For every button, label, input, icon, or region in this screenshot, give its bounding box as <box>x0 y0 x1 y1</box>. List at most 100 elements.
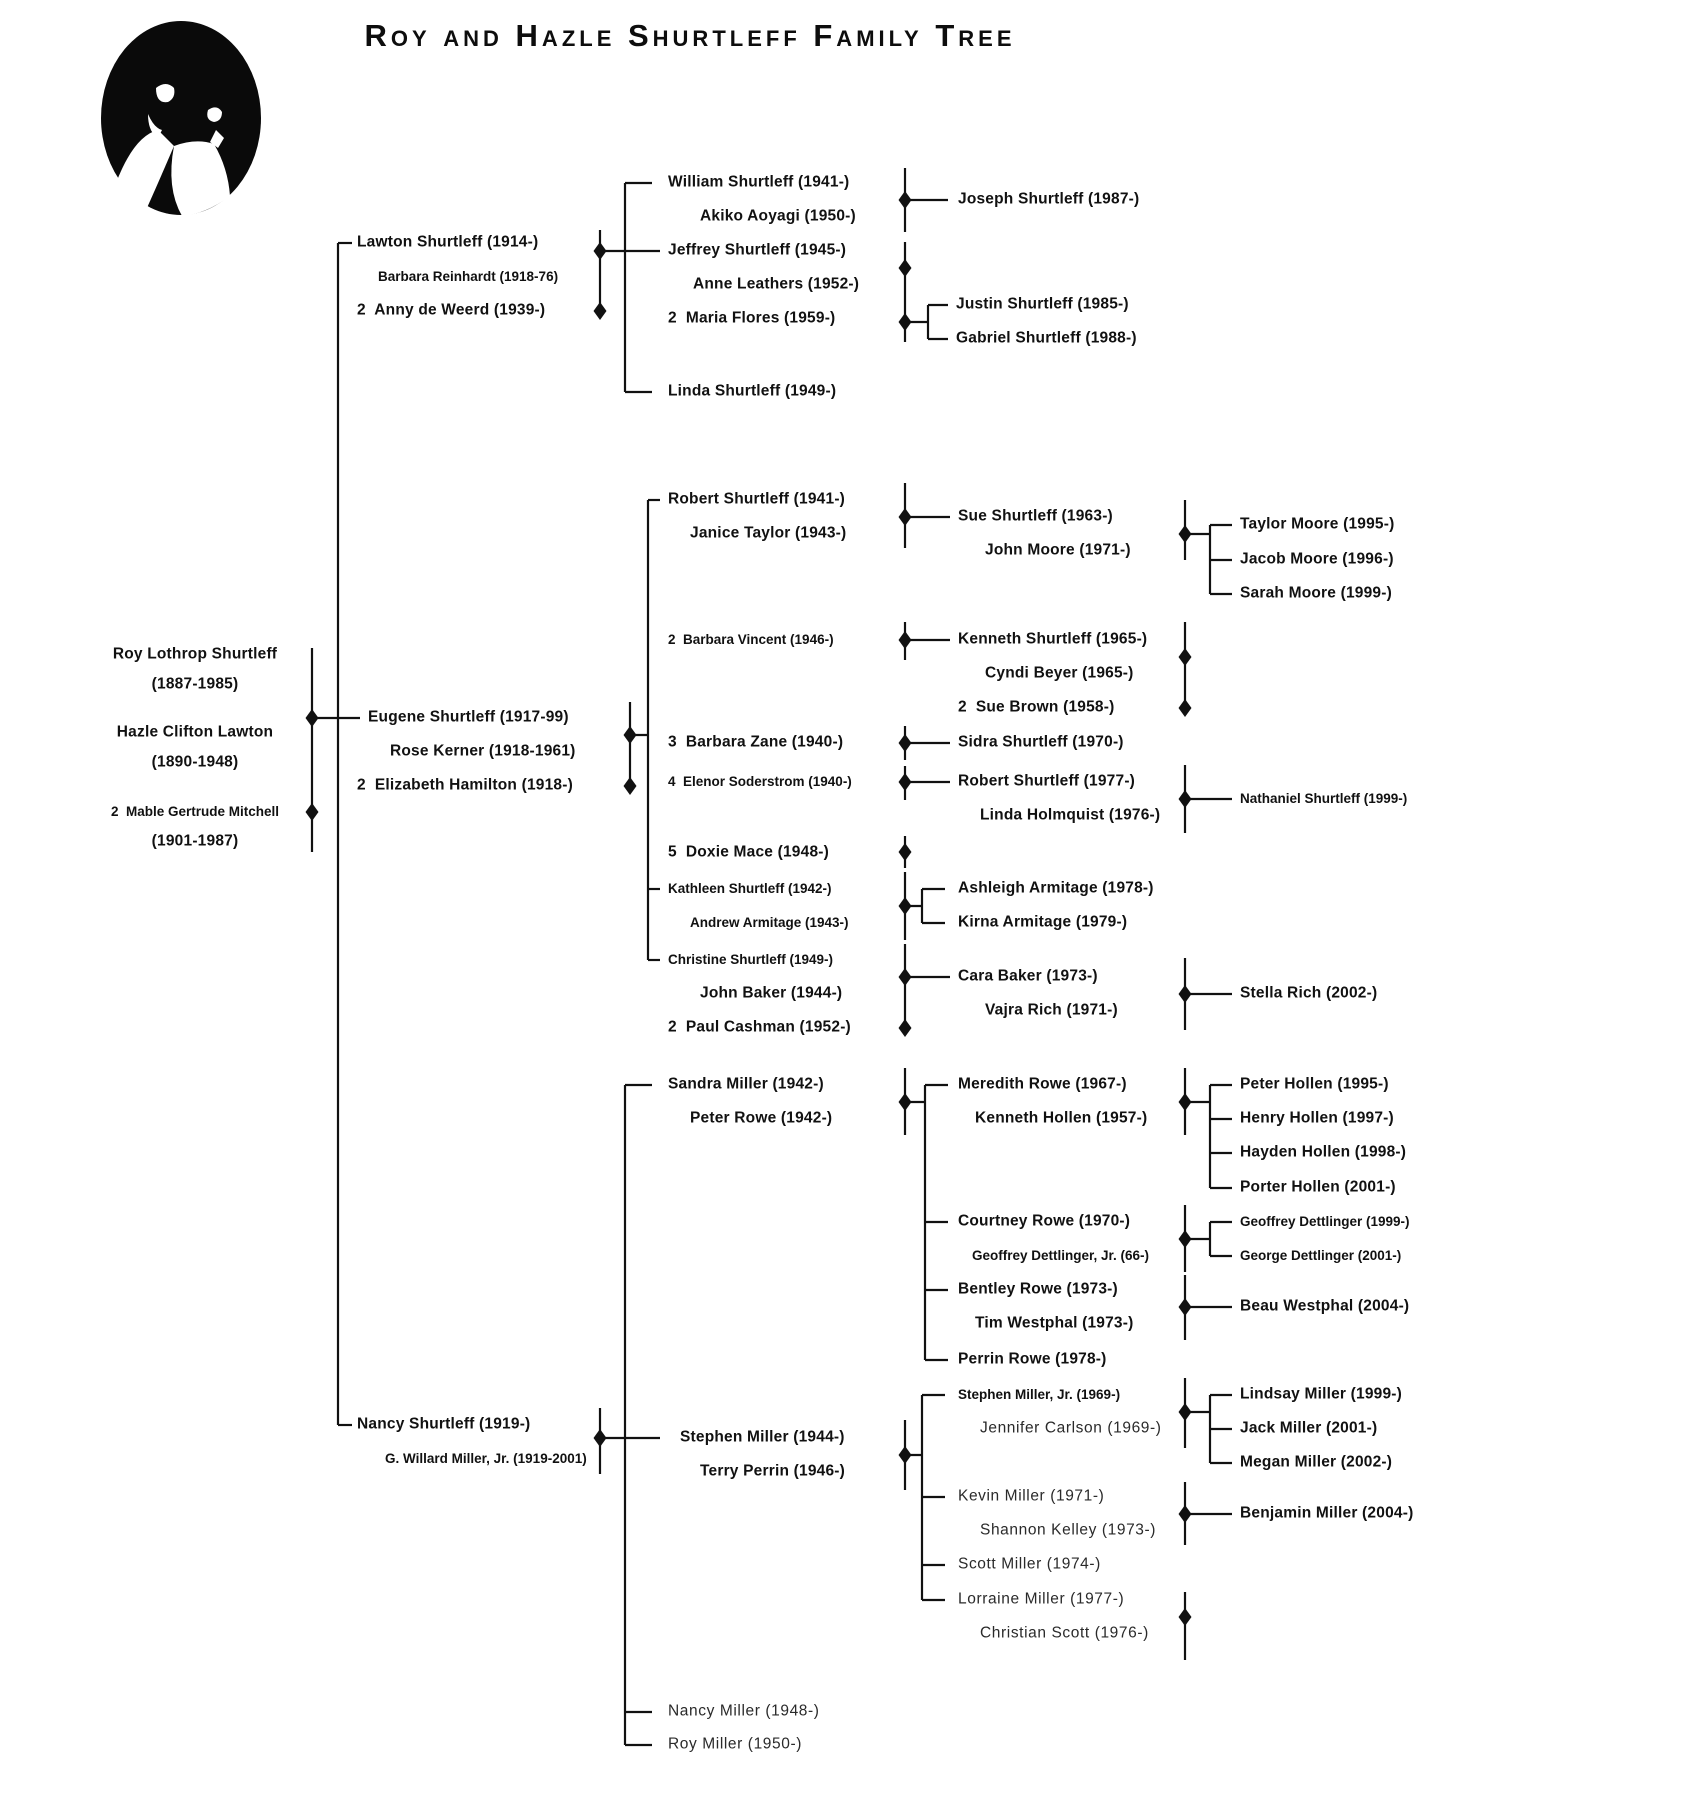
person-label-lawton: Lawton Shurtleff (1914-) <box>357 233 539 251</box>
marriage-diamond <box>898 259 912 277</box>
person-label-sandra: Sandra Miller (1942-) <box>668 1075 824 1093</box>
marriage-diamond <box>898 1019 912 1037</box>
person-label-nathaniel: Nathaniel Shurtleff (1999-) <box>1240 791 1408 807</box>
person-label-mable-dates: (1901-1987) <box>151 832 239 850</box>
person-label-anny: 2 Anny de Weerd (1939-) <box>357 301 546 319</box>
marriage-diamond <box>1178 1505 1192 1523</box>
person-label-taylor-moore: Taylor Moore (1995-) <box>1240 515 1395 533</box>
marriage-diamond <box>898 773 912 791</box>
person-label-andrew: Andrew Armitage (1943-) <box>690 915 849 931</box>
marriage-diamond <box>898 191 912 209</box>
marriage-diamond <box>898 897 912 915</box>
person-label-justin: Justin Shurtleff (1985-) <box>956 295 1129 313</box>
marriage-diamond <box>1178 699 1192 717</box>
person-label-terry-perrin: Terry Perrin (1946-) <box>700 1462 845 1480</box>
person-label-bentley: Bentley Rowe (1973-) <box>958 1280 1118 1298</box>
person-label-roy-name: Roy Lothrop Shurtleff <box>112 645 278 663</box>
page-title: Roy and Hazle Shurtleff Family Tree <box>364 18 1016 53</box>
marriage-diamond <box>898 968 912 986</box>
person-label-stella: Stella Rich (2002-) <box>1240 984 1378 1002</box>
person-label-perrin: Perrin Rowe (1978-) <box>958 1350 1107 1368</box>
person-label-lorraine: Lorraine Miller (1977-) <box>958 1590 1125 1608</box>
marriage-diamond <box>1178 985 1192 1003</box>
person-label-jennifer: Jennifer Carlson (1969-) <box>980 1419 1162 1437</box>
person-label-porter-hollen: Porter Hollen (2001-) <box>1240 1178 1396 1196</box>
marriage-diamond <box>623 726 637 744</box>
person-label-g-willard: G. Willard Miller, Jr. (1919-2001) <box>385 1451 587 1467</box>
person-label-christian: Christian Scott (1976-) <box>980 1624 1149 1642</box>
person-label-elizabeth: 2 Elizabeth Hamilton (1918-) <box>357 776 573 794</box>
person-label-barbara-reinhardt: Barbara Reinhardt (1918-76) <box>378 269 559 285</box>
person-label-barbara-vincent: 2 Barbara Vincent (1946-) <box>668 632 834 648</box>
person-label-shannon: Shannon Kelley (1973-) <box>980 1521 1157 1539</box>
person-label-nancy-miller: Nancy Miller (1948-) <box>668 1702 820 1720</box>
marriage-diamond <box>1178 525 1192 543</box>
marriage-diamond <box>593 242 607 260</box>
person-label-john-moore: John Moore (1971-) <box>985 541 1131 559</box>
person-label-robert-77: Robert Shurtleff (1977-) <box>958 772 1136 790</box>
person-label-jack: Jack Miller (2001-) <box>1240 1419 1378 1437</box>
person-label-meredith: Meredith Rowe (1967-) <box>958 1075 1127 1093</box>
marriage-diamond <box>1178 1403 1192 1421</box>
person-label-maria: 2 Maria Flores (1959-) <box>668 309 836 327</box>
person-label-cara: Cara Baker (1973-) <box>958 967 1098 985</box>
person-label-janice: Janice Taylor (1943-) <box>690 524 847 542</box>
marriage-diamond <box>623 777 637 795</box>
person-label-hazle-name: Hazle Clifton Lawton <box>116 723 274 741</box>
person-label-linda-shurtleff: Linda Shurtleff (1949-) <box>668 382 837 400</box>
marriage-diamond <box>898 313 912 331</box>
person-label-henry-hollen: Henry Hollen (1997-) <box>1240 1109 1394 1127</box>
marriage-diamond <box>898 1093 912 1111</box>
person-label-sidra: Sidra Shurtleff (1970-) <box>958 733 1124 751</box>
person-label-scott: Scott Miller (1974-) <box>958 1555 1101 1573</box>
person-label-peter-rowe: Peter Rowe (1942-) <box>690 1109 833 1127</box>
person-label-sue-shurtleff: Sue Shurtleff (1963-) <box>958 507 1113 525</box>
person-label-roy-miller: Roy Miller (1950-) <box>668 1735 802 1753</box>
marriage-diamond <box>1178 1298 1192 1316</box>
marriage-diamond <box>898 734 912 752</box>
person-label-barbara-zane: 3 Barbara Zane (1940-) <box>668 733 844 751</box>
person-label-rose: Rose Kerner (1918-1961) <box>390 742 576 760</box>
marriage-diamond <box>593 302 607 320</box>
person-label-sue-brown: 2 Sue Brown (1958-) <box>958 698 1115 716</box>
person-label-mable-name: 2 Mable Gertrude Mitchell <box>110 804 280 820</box>
person-label-gabriel: Gabriel Shurtleff (1988-) <box>956 329 1137 347</box>
person-label-kenneth-shurtleff: Kenneth Shurtleff (1965-) <box>958 630 1148 648</box>
person-label-geoffrey-99: Geoffrey Dettlinger (1999-) <box>1240 1214 1410 1230</box>
person-label-hazle-dates: (1890-1948) <box>151 753 239 771</box>
person-label-joseph: Joseph Shurtleff (1987-) <box>958 190 1140 208</box>
person-label-ashleigh: Ashleigh Armitage (1978-) <box>958 879 1154 897</box>
person-label-beau: Beau Westphal (2004-) <box>1240 1297 1410 1315</box>
person-label-tim-westphal: Tim Westphal (1973-) <box>975 1314 1134 1332</box>
person-label-lindsay: Lindsay Miller (1999-) <box>1240 1385 1403 1403</box>
marriage-diamond <box>898 631 912 649</box>
person-label-stephen-miller: Stephen Miller (1944-) <box>680 1428 845 1446</box>
person-label-christine: Christine Shurtleff (1949-) <box>668 952 834 968</box>
person-label-kevin: Kevin Miller (1971-) <box>958 1487 1105 1505</box>
marriage-diamond <box>1178 1093 1192 1111</box>
person-label-george-01: George Dettlinger (2001-) <box>1240 1248 1402 1264</box>
marriage-diamond <box>593 1429 607 1447</box>
person-label-linda-holmquist: Linda Holmquist (1976-) <box>980 806 1161 824</box>
person-label-benjamin: Benjamin Miller (2004-) <box>1240 1504 1414 1522</box>
marriage-diamond <box>1178 1230 1192 1248</box>
person-label-john-baker: John Baker (1944-) <box>700 984 843 1002</box>
person-label-megan: Megan Miller (2002-) <box>1240 1453 1393 1471</box>
person-label-elenor: 4 Elenor Soderstrom (1940-) <box>668 774 852 790</box>
person-label-peter-hollen: Peter Hollen (1995-) <box>1240 1075 1389 1093</box>
portrait-photo <box>101 21 261 216</box>
marriage-diamond <box>305 803 319 821</box>
marriage-diamond <box>898 843 912 861</box>
person-label-jeffrey: Jeffrey Shurtleff (1945-) <box>668 241 847 259</box>
marriage-diamond <box>898 508 912 526</box>
marriage-diamond <box>1178 790 1192 808</box>
person-label-akiko: Akiko Aoyagi (1950-) <box>700 207 856 225</box>
person-label-kenneth-hollen: Kenneth Hollen (1957-) <box>975 1109 1148 1127</box>
person-label-geoffrey-jr: Geoffrey Dettlinger, Jr. (66-) <box>972 1248 1150 1264</box>
marriage-diamond <box>1178 648 1192 666</box>
person-label-robert-41: Robert Shurtleff (1941-) <box>668 490 846 508</box>
marriage-diamond <box>305 709 319 727</box>
person-label-hayden-hollen: Hayden Hollen (1998-) <box>1240 1143 1407 1161</box>
